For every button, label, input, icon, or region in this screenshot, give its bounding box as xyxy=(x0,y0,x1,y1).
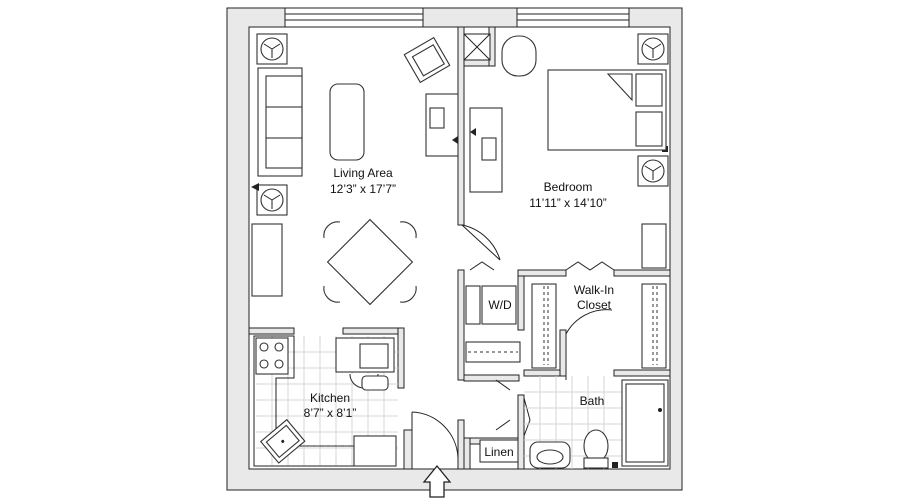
living-furniture xyxy=(251,33,459,306)
fan-icon xyxy=(256,33,288,65)
toilet xyxy=(583,429,609,469)
linen-label: Linen xyxy=(484,445,513,459)
tv-console xyxy=(251,223,283,297)
laundry-label: W/D xyxy=(488,298,512,312)
bedroom-desk xyxy=(469,107,503,193)
stove xyxy=(255,337,289,375)
smoke-detector-icon xyxy=(612,462,618,468)
kitchen-label: Kitchen xyxy=(310,391,350,405)
desk xyxy=(425,93,459,157)
doors xyxy=(411,224,615,462)
dresser xyxy=(641,223,667,269)
living-room-dimensions: 12’3” x 17’7” xyxy=(330,182,396,196)
bath-fixtures xyxy=(529,379,669,469)
sofa xyxy=(257,67,303,177)
lounge-chair xyxy=(501,35,537,77)
window-living xyxy=(284,7,424,28)
armchair xyxy=(403,36,451,84)
window-bedroom xyxy=(516,7,630,28)
living-room-label: Living Area xyxy=(333,166,393,180)
closet-label-line1: Walk-In xyxy=(574,283,614,297)
bath-label: Bath xyxy=(580,394,605,408)
linen-closet: Linen xyxy=(479,439,519,463)
shower xyxy=(621,379,669,467)
kitchen-sink xyxy=(259,418,306,464)
smoke-detector-icon xyxy=(251,183,259,191)
bedroom-furniture xyxy=(463,33,669,269)
bedroom-dimensions: 11’11” x 14’10” xyxy=(529,196,607,210)
bedroom-label: Bedroom xyxy=(544,180,593,194)
fan-icon xyxy=(637,155,669,187)
bath-sink xyxy=(529,441,571,469)
kitchen-island xyxy=(335,337,395,391)
entry-arrow-icon xyxy=(422,464,452,498)
coffee-table xyxy=(329,83,365,161)
fan-icon xyxy=(256,184,288,216)
kitchen-dimensions: 8’7” x 8’1” xyxy=(304,406,357,420)
closet-label-line2: Closet xyxy=(577,298,612,312)
closet-rods xyxy=(465,283,667,369)
dining-set xyxy=(323,218,417,306)
fan-icon xyxy=(637,33,669,65)
storage-box xyxy=(463,33,491,61)
refrigerator xyxy=(353,435,397,467)
laundry-unit xyxy=(465,285,517,325)
bed xyxy=(547,69,667,151)
kitchen-fixtures xyxy=(253,335,397,467)
